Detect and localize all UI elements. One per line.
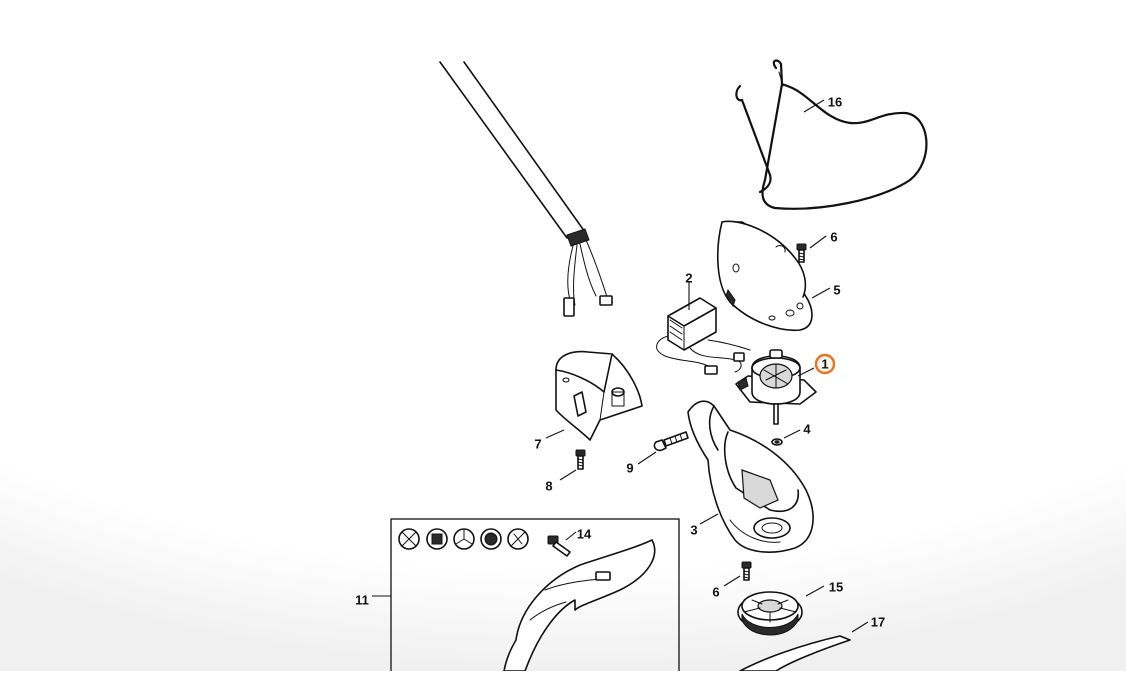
callout-17[interactable]: 17 [871,615,885,630]
callout-14[interactable]: 14 [577,527,592,542]
callout-number: 16 [828,95,842,110]
callout-6a[interactable]: 6 [830,230,837,245]
part-9-screw[interactable] [653,431,689,452]
callout-number: 8 [545,479,552,494]
callout-8[interactable]: 8 [545,479,552,494]
callout-number: 9 [626,461,633,476]
callout-number: 7 [534,437,541,452]
callout-3[interactable]: 3 [690,523,697,538]
callout-11[interactable]: 11 [355,593,369,608]
callout-number: 6 [712,585,719,600]
callout-2[interactable]: 2 [685,271,692,286]
callout-number: 6 [830,230,837,245]
part-7-housing-cover[interactable] [555,350,643,441]
part-3-lower-housing[interactable] [687,400,814,553]
callout-number: 2 [685,271,692,286]
callout-number: 4 [803,422,811,437]
callout-number: 17 [871,615,885,630]
callout-9[interactable]: 9 [626,461,633,476]
callout-number: 5 [833,283,840,298]
callout-number: 14 [577,527,592,542]
shaft-tube[interactable] [439,61,613,317]
callout-1[interactable]: 1 [814,353,836,375]
callout-number: 11 [355,593,369,608]
callout-number: 3 [690,523,697,538]
callout-labels: 1 2 3 4 5 6 6 7 8 9 11 14 15 16 17 [355,95,885,630]
part-2-electronic-module[interactable] [656,297,751,375]
part-4-washer[interactable] [771,438,783,446]
callout-highlight-ring [814,353,836,375]
callout-7[interactable]: 7 [534,437,541,452]
callout-6b[interactable]: 6 [712,585,719,600]
part-8-screw[interactable] [575,449,586,470]
callout-16[interactable]: 16 [828,95,842,110]
kit-icons-row [398,528,529,550]
part-5-motor-cover[interactable] [716,220,813,332]
part-1-motor[interactable] [735,349,817,425]
part-15-line-head[interactable] [737,591,803,636]
callout-number: 15 [829,580,843,595]
callout-5[interactable]: 5 [833,283,840,298]
callout-4[interactable]: 4 [803,422,811,437]
callout-15[interactable]: 15 [829,580,843,595]
part-11-kit-box[interactable] [390,518,680,676]
callout-number: 1 [821,357,828,372]
part-16-wire-guard[interactable] [735,59,928,210]
leader-lines [372,99,869,633]
part-17-deflector[interactable] [739,635,851,672]
part-14-screw[interactable] [547,535,571,557]
part-6a-screw[interactable] [796,243,807,263]
part-6b-screw[interactable] [741,561,752,581]
